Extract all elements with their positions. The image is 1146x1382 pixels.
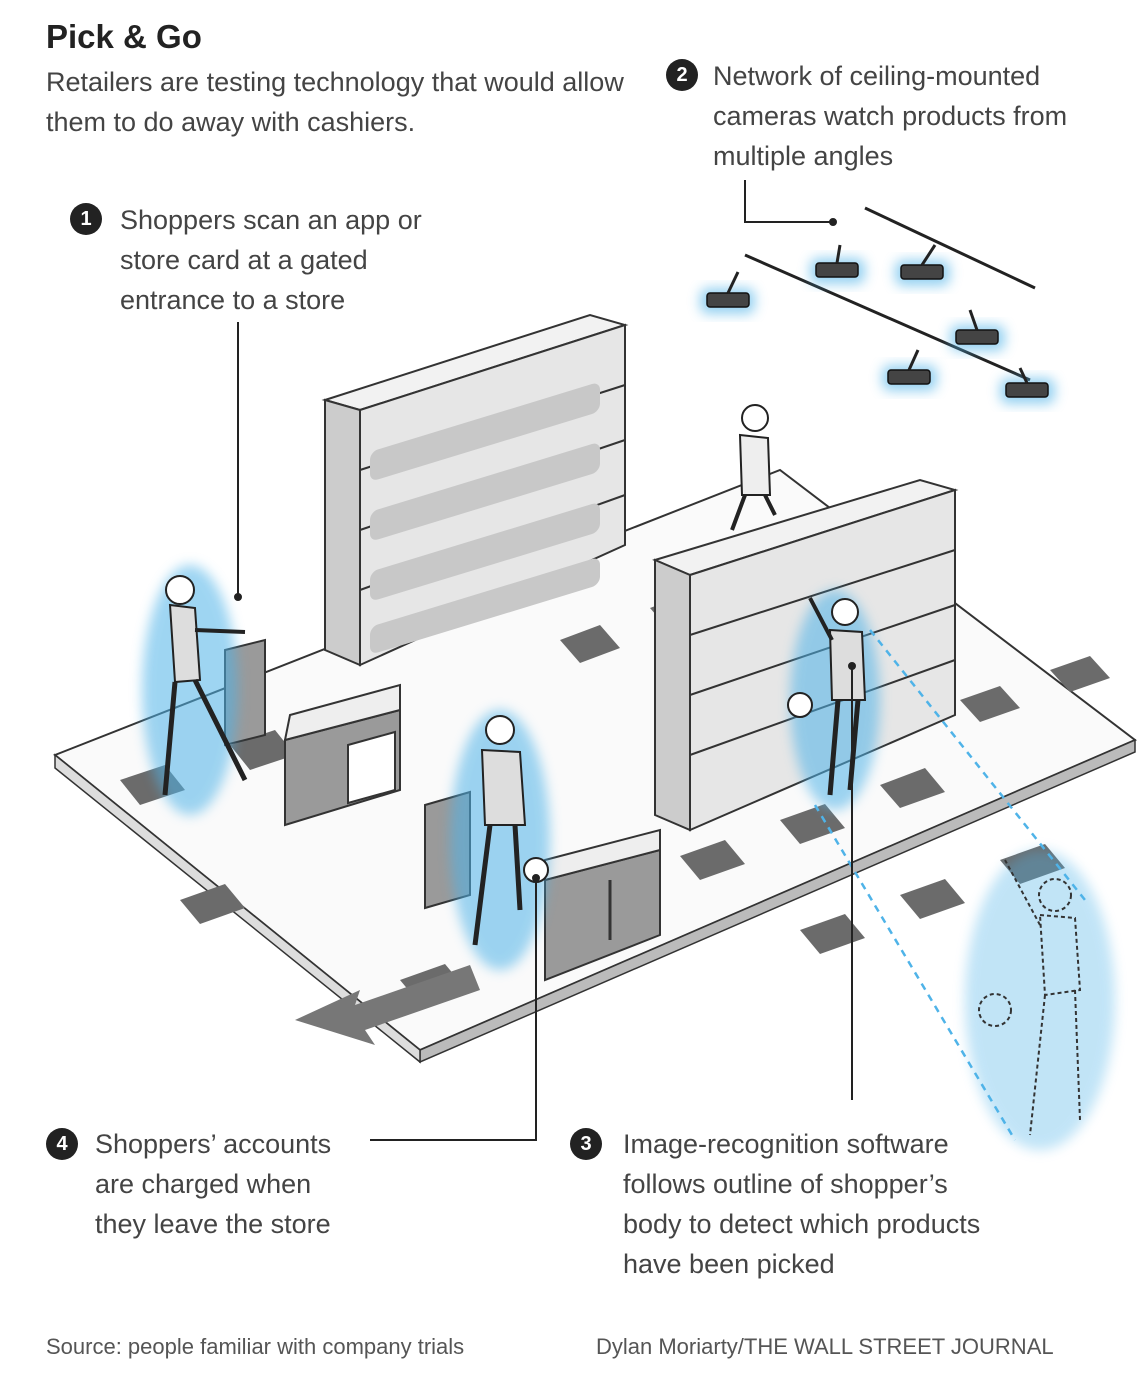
- camera-icon: [955, 329, 999, 345]
- camera-icon: [887, 369, 931, 385]
- camera-icon: [1005, 382, 1049, 398]
- shelf-unit-left: [321, 313, 629, 667]
- source-note: Source: people familiar with company tri…: [46, 1334, 465, 1359]
- credit-line: Dylan Moriarty/THE WALL STREET JOURNAL: [596, 1334, 1054, 1359]
- callout-1-text: Shoppers scan an app or store card at a …: [120, 205, 422, 315]
- callout-2-text: Network of ceiling-mounted cameras watch…: [713, 61, 1068, 171]
- ceiling-cameras: [700, 206, 1055, 404]
- camera-icon: [706, 292, 750, 308]
- chart-title: Pick & Go: [46, 18, 202, 55]
- exit-arrow: [295, 965, 480, 1045]
- step-badge-4: 4: [46, 1128, 78, 1160]
- callout-leader-lines: [234, 180, 856, 1141]
- step-badge-2: 2: [666, 59, 698, 91]
- chart-subtitle: Retailers are testing technology that wo…: [46, 67, 624, 137]
- callout-4-text: Shoppers’ accounts are charged when they…: [95, 1129, 332, 1239]
- shopper-exiting: [450, 710, 550, 970]
- shopper-background: [730, 404, 777, 531]
- step-badge-1: 1: [70, 203, 102, 235]
- callout-3-text: Image-recognition software follows outli…: [623, 1129, 981, 1279]
- body-outline-figure: [965, 850, 1115, 1150]
- shopper-entering: [142, 565, 248, 815]
- camera-icon: [900, 264, 944, 280]
- step-badge-3: 3: [570, 1128, 602, 1160]
- camera-icon: [815, 262, 859, 278]
